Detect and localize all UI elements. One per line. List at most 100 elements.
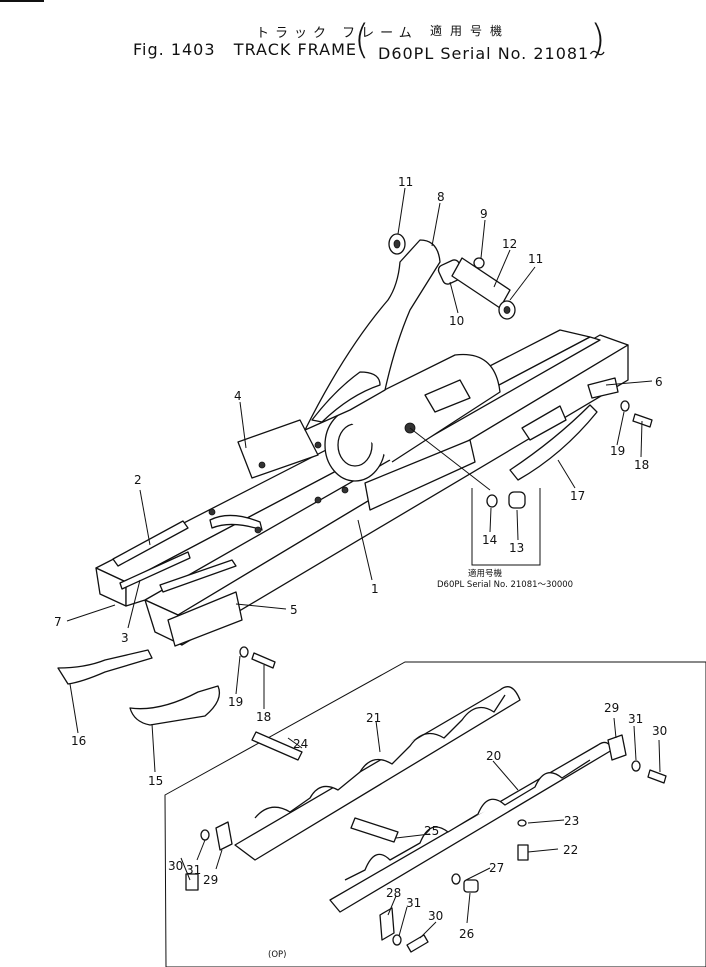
callout-26: 26: [459, 927, 474, 941]
frame-arm: [304, 239, 441, 431]
paren-close: ): [590, 17, 606, 63]
callout-10: 10: [449, 314, 464, 328]
guard-group: [57, 400, 653, 726]
frame-bolt: [314, 441, 322, 449]
callout-11-top: 11: [398, 175, 413, 189]
callout-13: 13: [509, 541, 524, 555]
callout-11-right: 11: [528, 252, 543, 266]
plate-29: [607, 734, 627, 761]
strap-plate-upper: [112, 520, 189, 567]
grease-fitting: [473, 257, 485, 269]
lower-bracket: [167, 591, 243, 647]
strap-plate-3: [119, 551, 191, 590]
callout-15: 15: [148, 774, 163, 788]
callout-28: 28: [386, 886, 401, 900]
rail-guard-20-crests: [344, 759, 591, 881]
callout-29-left: 29: [203, 873, 218, 887]
washer-27: [451, 873, 461, 885]
bolt-18: [632, 413, 653, 428]
seal-ring-upper-hole: [393, 239, 401, 249]
applicability-inset: 適用号機 D60PL Serial No. 21081～30000: [409, 427, 573, 590]
figure-name: TRACK FRAME: [233, 40, 357, 59]
bolt-30: [406, 934, 429, 953]
frame-bolt: [208, 508, 216, 516]
callout-4: 4: [234, 389, 242, 403]
callout-31-left: 31: [186, 863, 201, 877]
washer-31: [631, 760, 641, 772]
seal-ring-lower-hole: [503, 306, 511, 314]
rail-guard-21-crests: [254, 694, 506, 819]
callout-20: 20: [486, 749, 501, 763]
guard-17: [509, 404, 598, 481]
arm-window: [311, 371, 381, 423]
callout-31-right: 31: [628, 712, 643, 726]
callout-18-left: 18: [256, 710, 271, 724]
paren-open: (: [354, 17, 370, 63]
header-rule: [0, 0, 44, 2]
washer-23: [517, 819, 527, 827]
guard-16: [57, 649, 153, 685]
callout-30-right: 30: [652, 724, 667, 738]
callout-labels: 1 2 3 4 5 6 7 8 9 10 11 11 12 13 14 15 1…: [54, 175, 667, 941]
inset-bracket: [471, 488, 541, 566]
japanese-title: トラック フレーム: [256, 26, 418, 41]
washer-19: [239, 646, 249, 658]
callout-16: 16: [71, 734, 86, 748]
washer-31: [200, 829, 210, 841]
callout-6: 6: [655, 375, 663, 389]
cross-member: [237, 419, 319, 479]
guard-17-bracket: [521, 405, 567, 441]
optional-tag: (OP): [268, 950, 286, 960]
plate-29: [215, 821, 233, 851]
callout-29-right: 29: [604, 701, 619, 715]
optional-guard-box: (OP): [164, 661, 706, 967]
callout-5: 5: [290, 603, 298, 617]
housing-boss: [424, 379, 471, 413]
callout-23: 23: [564, 814, 579, 828]
callout-9: 9: [480, 207, 488, 221]
inset-jp-applicability: 適用号機: [468, 568, 503, 579]
callout-19-right: 19: [610, 444, 625, 458]
pin-25: [350, 817, 399, 843]
callout-30-left: 30: [168, 859, 183, 873]
callout-17: 17: [570, 489, 585, 503]
guard-15: [129, 685, 221, 726]
callout-31-bottom: 31: [406, 896, 421, 910]
inset-serial-range: D60PL Serial No. 21081～30000: [437, 580, 573, 590]
callout-12: 12: [502, 237, 517, 251]
callout-21: 21: [366, 711, 381, 725]
frame-bolt: [258, 461, 266, 469]
strap-plate-lower: [159, 559, 237, 593]
serial-applicability: D60PL Serial No. 21081～: [378, 44, 607, 63]
callout-2: 2: [134, 473, 142, 487]
inner-brace: [209, 514, 263, 531]
figure-number: Fig. 1403: [133, 40, 216, 59]
nut-26: [463, 879, 479, 893]
optional-box-outline: [164, 661, 706, 967]
rear-bracket: [587, 377, 619, 399]
callout-18-right: 18: [634, 458, 649, 472]
plug-13: [508, 491, 526, 509]
callout-30-bottom: 30: [428, 909, 443, 923]
washer-14: [486, 494, 498, 508]
bolt-30: [647, 769, 667, 784]
callout-7: 7: [54, 615, 62, 629]
japanese-applicability: 適用号機: [430, 24, 511, 38]
frame-bolt: [341, 486, 349, 494]
inset-leader: [409, 427, 491, 491]
callout-25: 25: [424, 824, 439, 838]
callout-27: 27: [489, 861, 504, 875]
washer-19: [620, 400, 630, 412]
frame-bolt: [314, 496, 322, 504]
figure-title: Fig. 1403 TRACK FRAME: [133, 40, 357, 59]
callout-1: 1: [371, 582, 379, 596]
callout-3: 3: [121, 631, 129, 645]
pin-and-bushing-group: [388, 233, 516, 320]
track-frame-assembly: [95, 239, 629, 647]
callout-14: 14: [482, 533, 497, 547]
callout-24: 24: [293, 737, 308, 751]
bolt-24: [251, 731, 303, 761]
leader-lines: [66, 187, 661, 939]
bolt-18: [251, 652, 276, 669]
